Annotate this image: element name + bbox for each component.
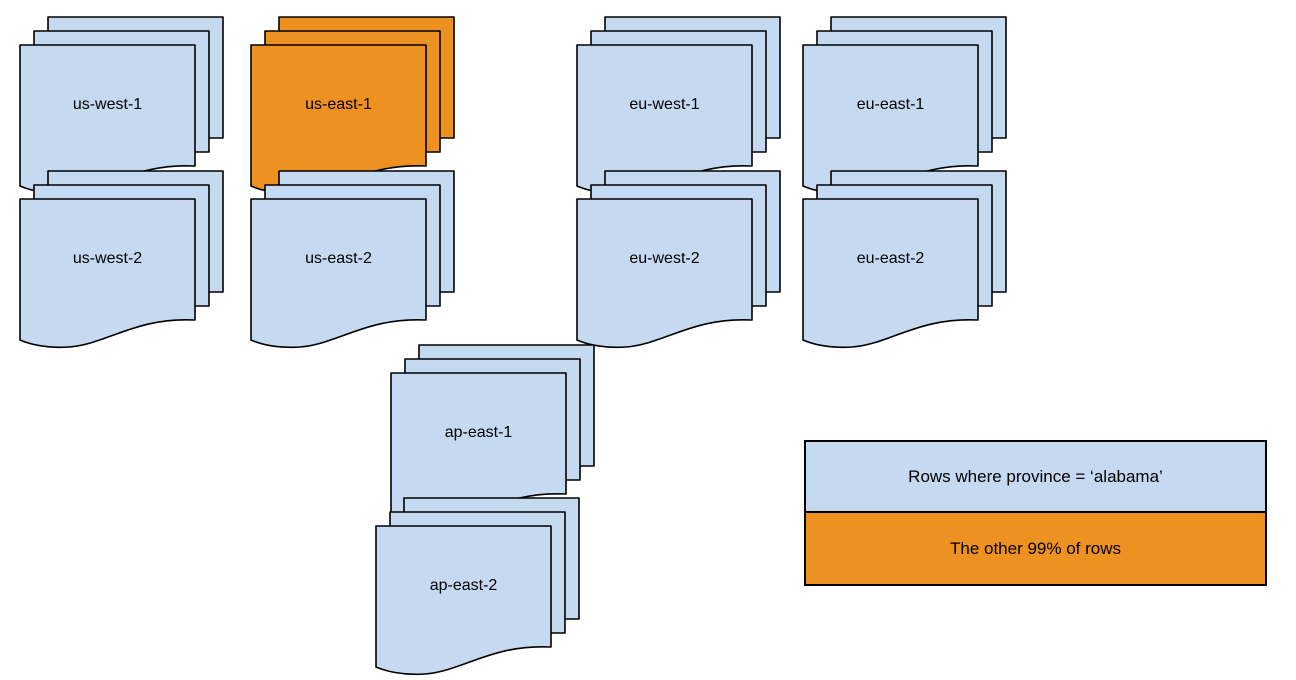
stack-graphic: [802, 170, 1007, 349]
document-stack-us-west-1[interactable]: us-west-1: [19, 16, 225, 195]
sheet-front: [576, 198, 753, 349]
stack-graphic: [250, 170, 455, 349]
legend-row-alabama-rows: Rows where province = ‘alabama’: [806, 442, 1265, 513]
document-stack-eu-west-1[interactable]: eu-west-1: [576, 16, 782, 195]
document-stack-eu-west-2[interactable]: eu-west-2: [576, 170, 782, 349]
sheet-front: [250, 198, 427, 349]
stack-graphic: [390, 344, 595, 523]
document-stack-us-west-2[interactable]: us-west-2: [19, 170, 225, 349]
stack-graphic: [375, 497, 580, 676]
document-stack-eu-east-2[interactable]: eu-east-2: [802, 170, 1008, 349]
sheet-front: [19, 198, 196, 349]
document-stack-us-east-1[interactable]: us-east-1: [250, 16, 456, 195]
legend-row-other-rows: The other 99% of rows: [806, 513, 1265, 584]
document-stack-us-east-2[interactable]: us-east-2: [250, 170, 456, 349]
document-stack-ap-east-1[interactable]: ap-east-1: [390, 344, 596, 523]
sheet-front: [375, 525, 552, 676]
legend-label: Rows where province = ‘alabama’: [908, 466, 1163, 486]
stack-graphic: [250, 16, 455, 195]
stack-graphic: [576, 16, 781, 195]
stack-graphic: [19, 170, 224, 349]
document-stack-eu-east-1[interactable]: eu-east-1: [802, 16, 1008, 195]
legend: Rows where province = ‘alabama’ The other…: [804, 440, 1267, 586]
stack-graphic: [802, 16, 1007, 195]
legend-label: The other 99% of rows: [949, 538, 1122, 558]
sheet-front: [802, 198, 979, 349]
document-stack-ap-east-2[interactable]: ap-east-2: [375, 497, 581, 676]
stack-graphic: [19, 16, 224, 195]
stack-graphic: [576, 170, 781, 349]
